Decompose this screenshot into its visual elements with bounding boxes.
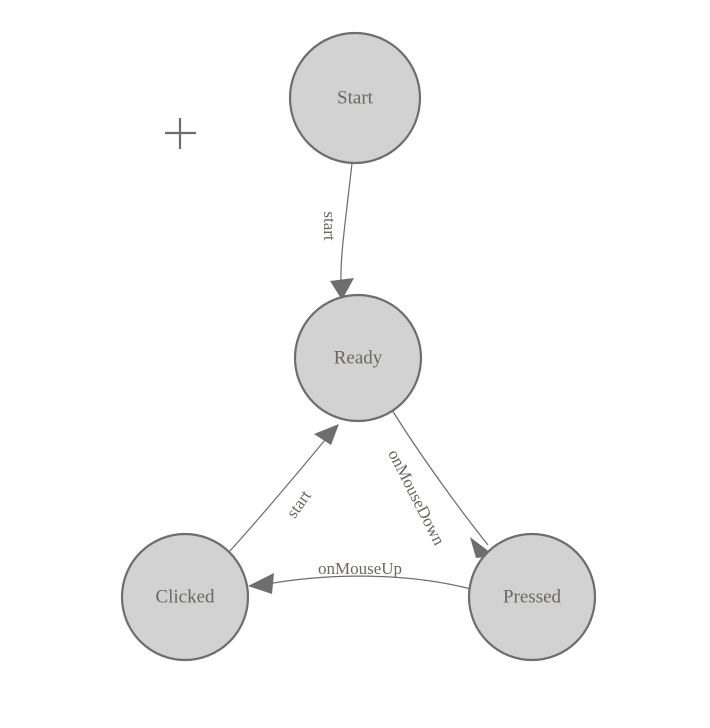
node-label-pressed: Pressed bbox=[503, 586, 562, 607]
node-pressed[interactable]: Pressed bbox=[467, 532, 597, 662]
node-start[interactable]: Start bbox=[288, 31, 422, 165]
node-shape-start[interactable] bbox=[288, 31, 422, 165]
edge-line bbox=[261, 575, 472, 590]
edge-clicked-to-ready[interactable]: start bbox=[227, 424, 339, 554]
edge-label-ready-to-pressed: onMouseDown bbox=[384, 446, 449, 548]
edge-label-start-to-ready: start bbox=[320, 211, 339, 241]
node-shape-ready[interactable] bbox=[293, 293, 423, 423]
plus-crosshair-icon bbox=[165, 118, 196, 149]
node-label-start: Start bbox=[337, 87, 374, 108]
node-label-ready: Ready bbox=[334, 347, 383, 368]
edge-label-pressed-to-clicked: onMouseUp bbox=[318, 559, 402, 578]
edge-ready-to-pressed[interactable]: onMouseDown bbox=[384, 409, 495, 558]
node-shape-clicked[interactable] bbox=[120, 532, 250, 662]
edge-start-to-ready[interactable]: start bbox=[320, 162, 354, 300]
edge-line bbox=[340, 162, 353, 284]
arrowhead-icon bbox=[330, 278, 354, 300]
edge-pressed-to-clicked[interactable]: onMouseUp bbox=[248, 559, 472, 594]
edge-line bbox=[391, 409, 489, 546]
node-clicked[interactable]: Clicked bbox=[120, 532, 250, 662]
node-ready[interactable]: Ready bbox=[293, 293, 423, 423]
edge-label-clicked-to-ready: start bbox=[283, 486, 316, 521]
edge-line bbox=[227, 439, 326, 554]
node-label-clicked: Clicked bbox=[155, 586, 215, 607]
arrowhead-icon bbox=[314, 424, 339, 445]
arrowhead-icon bbox=[248, 573, 274, 594]
node-shape-pressed[interactable] bbox=[467, 532, 597, 662]
